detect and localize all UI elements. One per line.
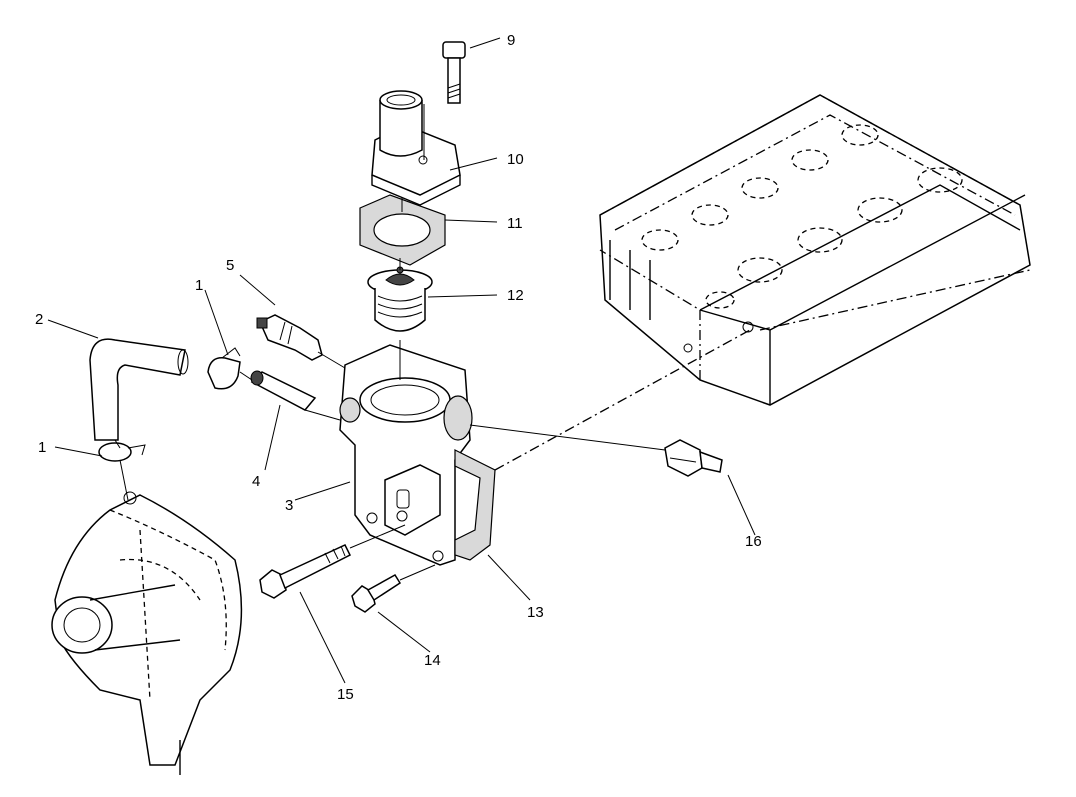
bolt-long: [259, 544, 352, 599]
temperature-sensor: [256, 314, 323, 361]
water-pump-housing: [51, 491, 243, 775]
hose-clamp-upper: [207, 347, 241, 390]
callout-15: 15: [337, 686, 354, 703]
cylinder-head: [599, 94, 1031, 406]
callout-1-lower: 1: [38, 439, 46, 456]
water-outlet: [371, 90, 461, 206]
bypass-pipe: [250, 370, 317, 411]
callout-labels: 9 10 11 12 5 1 2 1 4 3 16 13 14 15: [35, 32, 762, 703]
hose-clamp-lower: [98, 442, 146, 462]
callout-1-upper: 1: [195, 277, 203, 294]
callout-9: 9: [507, 32, 515, 49]
temperature-switch: [664, 439, 723, 477]
callout-14: 14: [424, 652, 441, 669]
thermostat-gasket: [359, 194, 446, 266]
callout-11: 11: [507, 215, 523, 232]
callout-2: 2: [35, 311, 43, 328]
outlet-bolt: [442, 41, 466, 104]
thermostat-housing: [339, 344, 473, 566]
callout-3: 3: [285, 497, 293, 514]
leader-lines: [47, 37, 756, 684]
bypass-hose: [89, 338, 189, 441]
callout-4: 4: [252, 473, 260, 490]
callout-5: 5: [226, 257, 234, 274]
housing-gasket: [454, 449, 496, 561]
callout-13: 13: [527, 604, 544, 621]
thermostat: [367, 266, 433, 332]
callout-12: 12: [507, 287, 524, 304]
callout-10: 10: [507, 151, 524, 168]
assembly-lines: [114, 104, 751, 581]
callout-16: 16: [745, 533, 762, 550]
bolt-short: [351, 573, 402, 613]
